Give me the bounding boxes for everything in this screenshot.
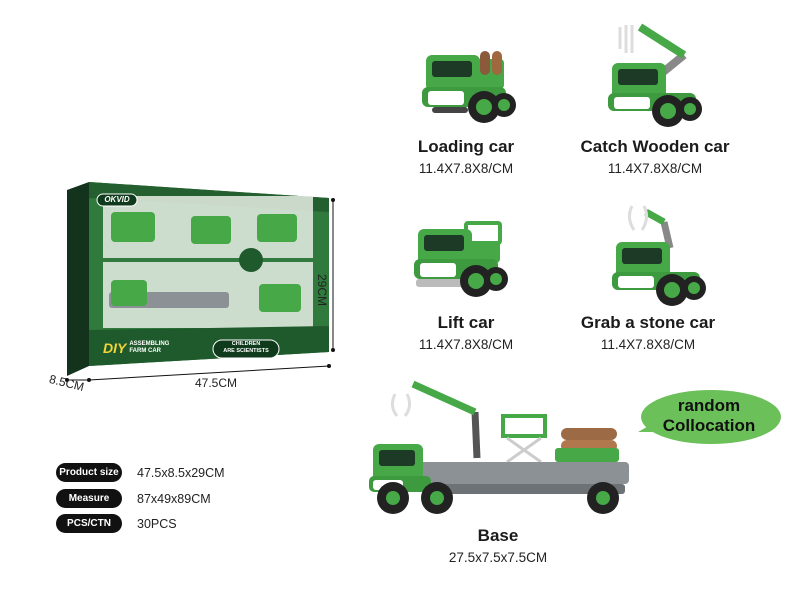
random-collocation-bubble: random Collocation — [636, 388, 782, 450]
spec-pcs-ctn: PCS/CTN 30PCS — [56, 514, 177, 533]
lift-car-image — [404, 215, 509, 305]
width-dimension-label: 47.5CM — [195, 376, 238, 390]
package-title-line3: FARM CAR — [129, 348, 162, 354]
package-badge: CHILDREN ARE SCIENTISTS — [213, 341, 279, 355]
speech-bubble-shape — [638, 390, 781, 444]
product-caption-grab-stone-car: Grab a stone car 11.4X7.8X8/CM — [558, 313, 738, 354]
spec-label: Measure — [56, 489, 122, 508]
spec-product-size: Product size 47.5x8.5x29CM — [56, 463, 225, 482]
product-caption-catch-wooden-car: Catch Wooden car 11.4X7.8X8/CM — [565, 137, 745, 178]
loading-car-image — [412, 45, 517, 130]
base-transporter-image — [365, 372, 635, 522]
package-title: DIY ASSEMBLING FARM CAR — [103, 340, 169, 356]
product-size: 11.4X7.8X8/CM — [418, 161, 514, 176]
spec-value: 87x49x89CM — [137, 491, 211, 506]
height-dimension-label: 29CM — [315, 274, 329, 307]
package-badge-line1: CHILDREN — [231, 341, 261, 347]
dimension-lines — [65, 198, 335, 382]
package-box-drawing — [67, 182, 329, 376]
product-caption-lift-car: Lift car 11.4X7.8X8/CM — [376, 313, 556, 354]
brand-logo: OKVID — [104, 195, 130, 204]
spec-label: PCS/CTN — [56, 514, 122, 533]
product-caption-base: Base 27.5x7.5x7.5CM — [408, 526, 588, 567]
spec-value: 30PCS — [137, 516, 177, 531]
package-box: OKVID DIY ASSEMBLING FARM CAR CHILDREN A… — [45, 180, 345, 400]
product-name: Base — [477, 526, 519, 545]
product-caption-loading-car: Loading car 11.4X7.8X8/CM — [376, 137, 556, 178]
bubble-text: random Collocation — [636, 396, 782, 436]
bubble-line1: random — [677, 396, 741, 415]
grab-stone-car-image — [604, 198, 709, 308]
product-size: 11.4X7.8X8/CM — [607, 161, 703, 176]
spec-value: 47.5x8.5x29CM — [137, 465, 225, 480]
product-name: Lift car — [437, 313, 495, 332]
catch-wooden-car-image — [600, 15, 710, 130]
product-size: 11.4X7.8X8/CM — [600, 337, 696, 352]
product-name: Loading car — [417, 137, 515, 156]
package-title-diy: DIY — [103, 340, 127, 356]
package-badge-line2: ARE SCIENTISTS — [223, 348, 269, 354]
product-size: 27.5x7.5x7.5CM — [448, 550, 548, 565]
product-name: Grab a stone car — [580, 313, 716, 332]
product-size: 11.4X7.8X8/CM — [418, 337, 514, 352]
package-title-line2: ASSEMBLING — [129, 341, 170, 347]
bubble-line2: Collocation — [662, 416, 756, 435]
product-name: Catch Wooden car — [580, 137, 730, 156]
spec-measure: Measure 87x49x89CM — [56, 489, 211, 508]
spec-label: Product size — [56, 463, 122, 482]
